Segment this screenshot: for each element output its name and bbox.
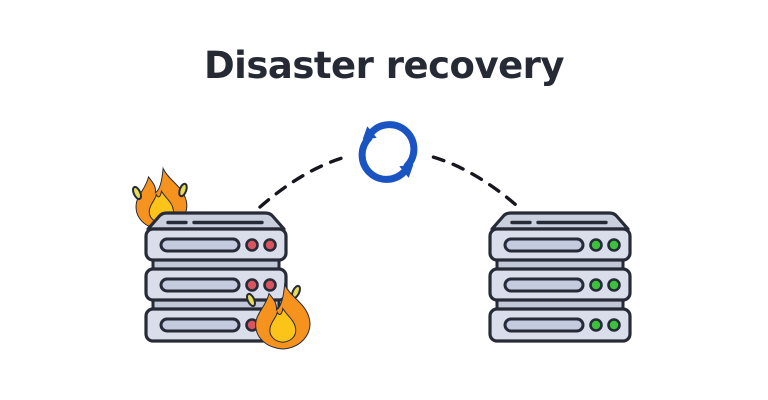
recovery-server-icon — [488, 211, 632, 343]
drive-slot — [159, 277, 241, 293]
drive-slot — [503, 237, 585, 253]
spark-icon — [132, 185, 142, 201]
drive-slot — [503, 317, 585, 333]
status-light-red — [263, 278, 277, 292]
drive-slot — [159, 317, 241, 333]
server-tier — [144, 307, 288, 343]
status-light-green — [607, 238, 621, 252]
server-tier — [144, 267, 288, 302]
status-light-red — [263, 238, 277, 252]
spark-icon — [178, 182, 188, 198]
dashed-connector-arc — [258, 148, 518, 209]
status-light-green — [607, 278, 621, 292]
drive-slot — [503, 277, 585, 293]
status-light-green — [589, 278, 603, 292]
server-tier — [488, 227, 632, 262]
status-light-red — [245, 238, 259, 252]
server-tier — [144, 227, 288, 262]
page-title: Disaster recovery — [203, 44, 565, 87]
status-light-red — [245, 278, 259, 292]
server-tier — [488, 267, 632, 302]
spark-icon — [246, 292, 256, 308]
sync-icon — [358, 121, 418, 183]
status-light-green — [607, 318, 621, 332]
drive-slot — [159, 237, 241, 253]
status-light-green — [589, 318, 603, 332]
server-tier — [488, 307, 632, 343]
status-light-green — [589, 238, 603, 252]
